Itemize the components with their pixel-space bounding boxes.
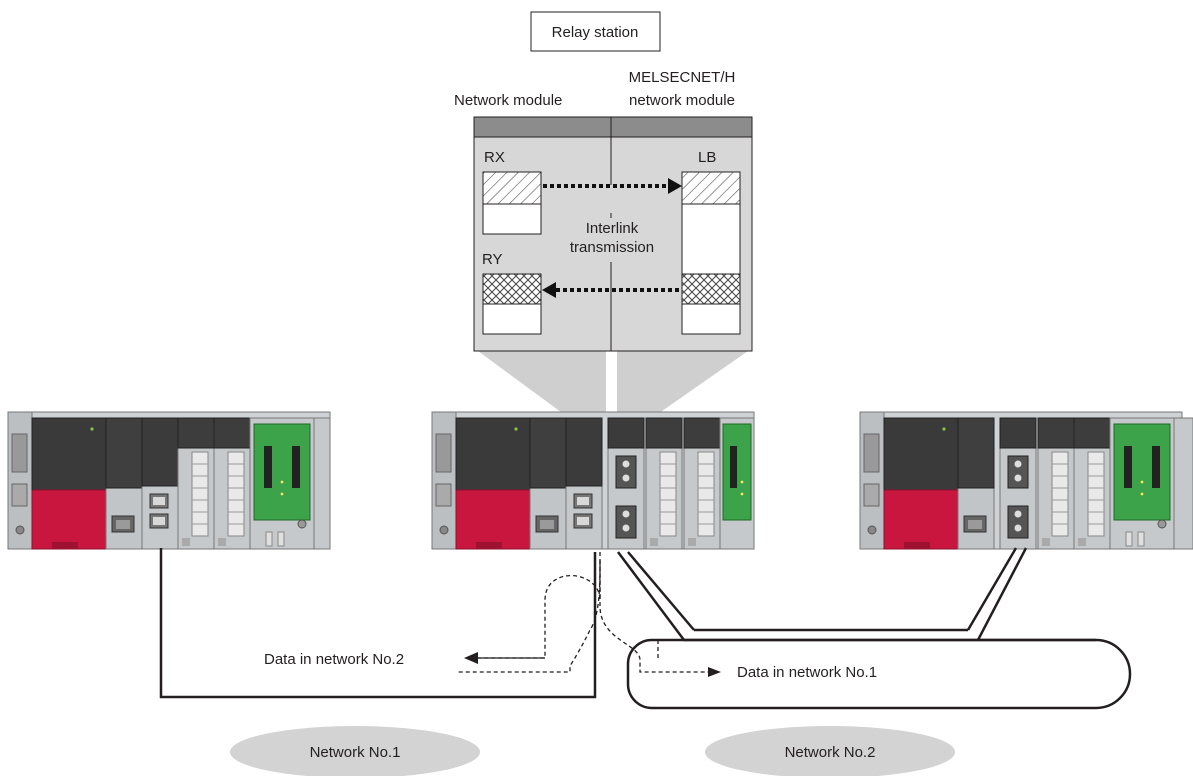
ellipse-network1-label: Network No.1 <box>310 744 401 761</box>
zoom-wedge-left <box>478 351 606 418</box>
interlink-label-2: transmission <box>570 239 654 256</box>
interlink-label-1: Interlink <box>586 220 639 237</box>
data-network1-label: Data in network No.1 <box>737 664 877 681</box>
zoom-wedge-right <box>617 351 748 418</box>
left-module-label: Network module <box>454 92 562 109</box>
plc-right <box>859 411 1193 550</box>
zoom-panel: RX LB RY Interlink transmission <box>473 116 753 352</box>
data-flow-network1 <box>599 560 708 673</box>
ry-label: RY <box>482 251 503 268</box>
right-module-label-2: network module <box>629 92 735 109</box>
data-network2-label: Data in network No.2 <box>264 651 404 668</box>
ellipse-network1: Network No.1 <box>230 726 480 776</box>
rx-label: RX <box>484 149 505 166</box>
network2-cable <box>617 547 1132 710</box>
arrow-data-network2 <box>464 652 545 664</box>
data-flow-network2 <box>458 552 601 673</box>
ellipse-network2-label: Network No.2 <box>785 744 876 761</box>
ellipse-network2: Network No.2 <box>705 726 955 776</box>
plc-left <box>7 411 331 550</box>
relay-station-label: Relay station <box>552 24 639 41</box>
interlink-arrow-rx-to-lb <box>543 178 682 194</box>
relay-station-box: Relay station <box>530 11 661 52</box>
arrow-data-network1 <box>708 667 721 677</box>
plc-relay-station <box>431 411 755 550</box>
interlink-arrow-lb-to-ry <box>542 282 680 298</box>
lb-label: LB <box>698 149 716 166</box>
right-module-label-1: MELSECNET/H <box>629 69 736 86</box>
network1-cable <box>159 548 597 699</box>
